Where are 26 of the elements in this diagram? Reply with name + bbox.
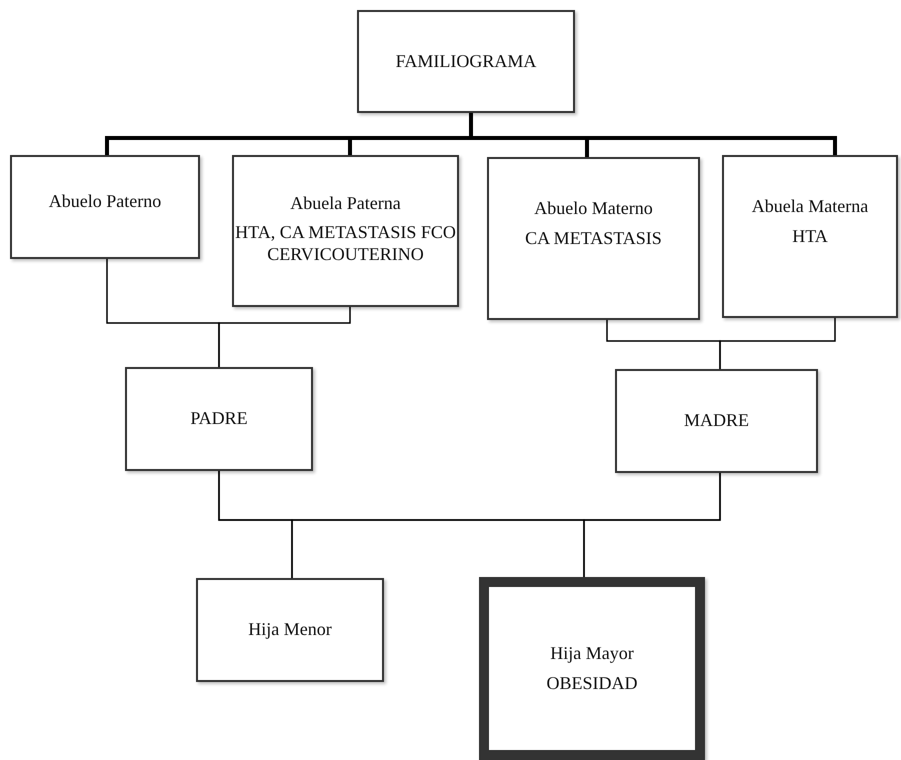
connector-line xyxy=(583,473,721,577)
person-name: MADRE xyxy=(684,410,749,432)
index-person-box xyxy=(479,577,705,760)
person-name: FAMILIOGRAMA xyxy=(396,50,536,72)
person-name: Abuelo Materno xyxy=(534,198,653,220)
person-box xyxy=(487,157,700,320)
person-name: Abuela Paterna xyxy=(290,192,401,214)
person-name: Abuelo Paterno xyxy=(48,191,162,213)
person-box xyxy=(615,369,818,473)
diagnosis-text: HTA xyxy=(792,226,828,248)
person-box xyxy=(722,155,898,318)
person-name: Hija Mayor xyxy=(550,642,634,664)
person-box xyxy=(232,155,459,307)
person-name: PADRE xyxy=(190,408,248,430)
diagnosis-text: OBESIDAD xyxy=(546,672,638,694)
diagnosis-text: CA METASTASIS xyxy=(525,228,662,250)
person-name: Abuela Materna xyxy=(752,196,868,218)
person-box xyxy=(10,155,200,259)
diagnosis-text: HTA, CA METASTASIS FCO CERVICOUTERINO xyxy=(234,222,457,266)
person-box xyxy=(196,578,384,682)
person-box xyxy=(125,367,313,471)
connector-line xyxy=(469,113,837,155)
connector-line xyxy=(218,307,351,367)
connector-line xyxy=(719,318,836,369)
person-name: Hija Menor xyxy=(248,619,332,641)
title-box xyxy=(357,10,575,113)
